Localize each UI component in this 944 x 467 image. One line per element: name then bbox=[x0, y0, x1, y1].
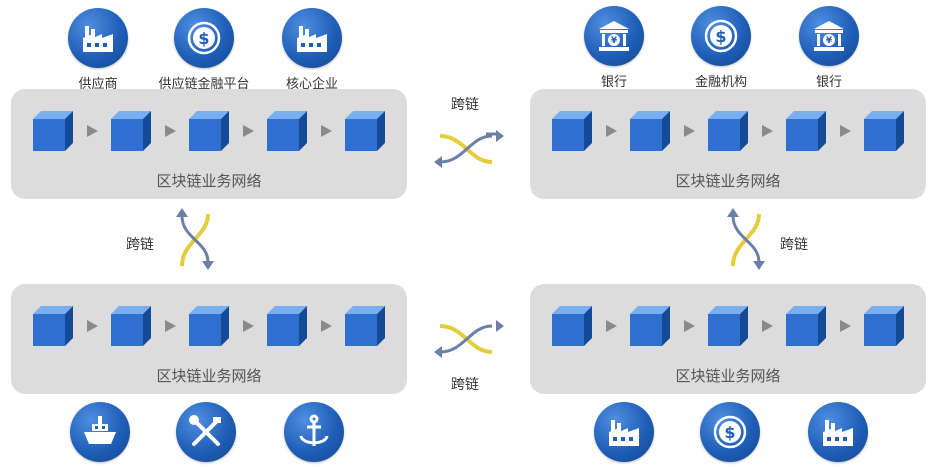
block-cube-icon bbox=[864, 111, 904, 151]
dollar-icon: $ bbox=[700, 402, 760, 462]
actor-label: 核心企业 bbox=[285, 77, 338, 92]
actor-shipping bbox=[40, 402, 160, 467]
actor-supplier: 供应商 bbox=[38, 8, 158, 92]
chain-arrow-icon bbox=[606, 125, 617, 137]
block-chain bbox=[552, 306, 904, 346]
svg-text:$: $ bbox=[198, 29, 209, 48]
blockchain-network-top-left: 区块链业务网络 bbox=[11, 89, 407, 199]
actor-label: 金融机构 bbox=[694, 75, 747, 90]
chain-arrow-icon bbox=[840, 125, 851, 137]
chain-arrow-icon bbox=[321, 125, 332, 137]
block-cube-icon bbox=[111, 306, 151, 346]
chain-arrow-icon bbox=[165, 320, 176, 332]
block-cube-icon bbox=[33, 111, 73, 151]
block-cube-icon bbox=[33, 306, 73, 346]
cross-chain-label-bottom: 跨链 bbox=[451, 377, 479, 393]
actor-factory-2 bbox=[778, 402, 898, 467]
chain-arrow-icon bbox=[684, 125, 695, 137]
block-cube-icon bbox=[267, 306, 307, 346]
cross-chain-label-left: 跨链 bbox=[126, 237, 154, 253]
cross-chain-label-right: 跨链 bbox=[780, 237, 808, 253]
actor-core-enterprise: 核心企业 bbox=[252, 8, 372, 92]
block-cube-icon bbox=[189, 111, 229, 151]
dollar-icon: $ bbox=[174, 8, 234, 68]
block-cube-icon bbox=[267, 111, 307, 151]
chain-arrow-icon bbox=[762, 125, 773, 137]
actor-factory-1 bbox=[564, 402, 684, 467]
tools-icon bbox=[176, 402, 236, 462]
factory-icon bbox=[594, 402, 654, 462]
blockchain-network-bottom-right: 区块链业务网络 bbox=[530, 284, 926, 394]
block-cube-icon bbox=[189, 306, 229, 346]
chain-arrow-icon bbox=[243, 320, 254, 332]
cross-chain-label-top: 跨链 bbox=[451, 97, 479, 113]
chain-arrow-icon bbox=[606, 320, 617, 332]
actor-logistics bbox=[146, 402, 266, 467]
block-cube-icon bbox=[708, 306, 748, 346]
block-cube-icon bbox=[552, 306, 592, 346]
chain-arrow-icon bbox=[840, 320, 851, 332]
chain-arrow-icon bbox=[87, 320, 98, 332]
block-cube-icon bbox=[345, 111, 385, 151]
svg-text:¥: ¥ bbox=[611, 36, 618, 46]
cross-chain-arrows-bottom bbox=[434, 320, 504, 358]
svg-text:$: $ bbox=[715, 27, 726, 46]
actor-label: 供应商 bbox=[78, 77, 118, 92]
block-cube-icon bbox=[708, 111, 748, 151]
block-cube-icon bbox=[630, 111, 670, 151]
block-cube-icon bbox=[552, 111, 592, 151]
factory-icon bbox=[808, 402, 868, 462]
block-cube-icon bbox=[786, 306, 826, 346]
actor-port bbox=[254, 402, 374, 467]
svg-text:$: $ bbox=[724, 423, 735, 442]
block-cube-icon bbox=[864, 306, 904, 346]
bank-icon: ¥ bbox=[584, 6, 644, 66]
blockchain-network-top-right: 区块链业务网络 bbox=[530, 89, 926, 199]
actor-bank-2: ¥ 银行 bbox=[769, 6, 889, 90]
block-cube-icon bbox=[345, 306, 385, 346]
network-label: 区块链业务网络 bbox=[675, 367, 781, 385]
actor-label: 银行 bbox=[815, 75, 842, 90]
actor-bank-1: ¥ 银行 bbox=[554, 6, 674, 90]
chain-arrow-icon bbox=[762, 320, 773, 332]
svg-text:¥: ¥ bbox=[826, 36, 833, 46]
ship-icon bbox=[70, 402, 130, 462]
network-label: 区块链业务网络 bbox=[675, 172, 781, 190]
factory-icon bbox=[68, 8, 128, 68]
actor-scf-platform: $ 供应链金融平台 bbox=[144, 8, 264, 92]
chain-arrow-icon bbox=[684, 320, 695, 332]
blockchain-network-bottom-left: 区块链业务网络 bbox=[11, 284, 407, 394]
network-label: 区块链业务网络 bbox=[156, 172, 262, 190]
cross-chain-arrows-top bbox=[434, 130, 504, 168]
block-cube-icon bbox=[630, 306, 670, 346]
block-cube-icon bbox=[786, 111, 826, 151]
actor-financial-institution: $ 金融机构 bbox=[661, 6, 781, 90]
chain-arrow-icon bbox=[321, 320, 332, 332]
dollar-icon: $ bbox=[691, 6, 751, 66]
actor-finance: $ bbox=[670, 402, 790, 467]
block-chain bbox=[33, 111, 385, 151]
block-cube-icon bbox=[111, 111, 151, 151]
bank-icon: ¥ bbox=[799, 6, 859, 66]
anchor-icon bbox=[284, 402, 344, 462]
cross-chain-arrows-left bbox=[176, 208, 214, 270]
chain-arrow-icon bbox=[87, 125, 98, 137]
actor-label: 供应链金融平台 bbox=[158, 77, 250, 92]
cross-chain-arrows-right bbox=[727, 208, 765, 270]
actor-label: 银行 bbox=[600, 75, 627, 90]
block-chain bbox=[33, 306, 385, 346]
network-label: 区块链业务网络 bbox=[156, 367, 262, 385]
block-chain bbox=[552, 111, 904, 151]
factory-icon bbox=[282, 8, 342, 68]
chain-arrow-icon bbox=[243, 125, 254, 137]
chain-arrow-icon bbox=[165, 125, 176, 137]
